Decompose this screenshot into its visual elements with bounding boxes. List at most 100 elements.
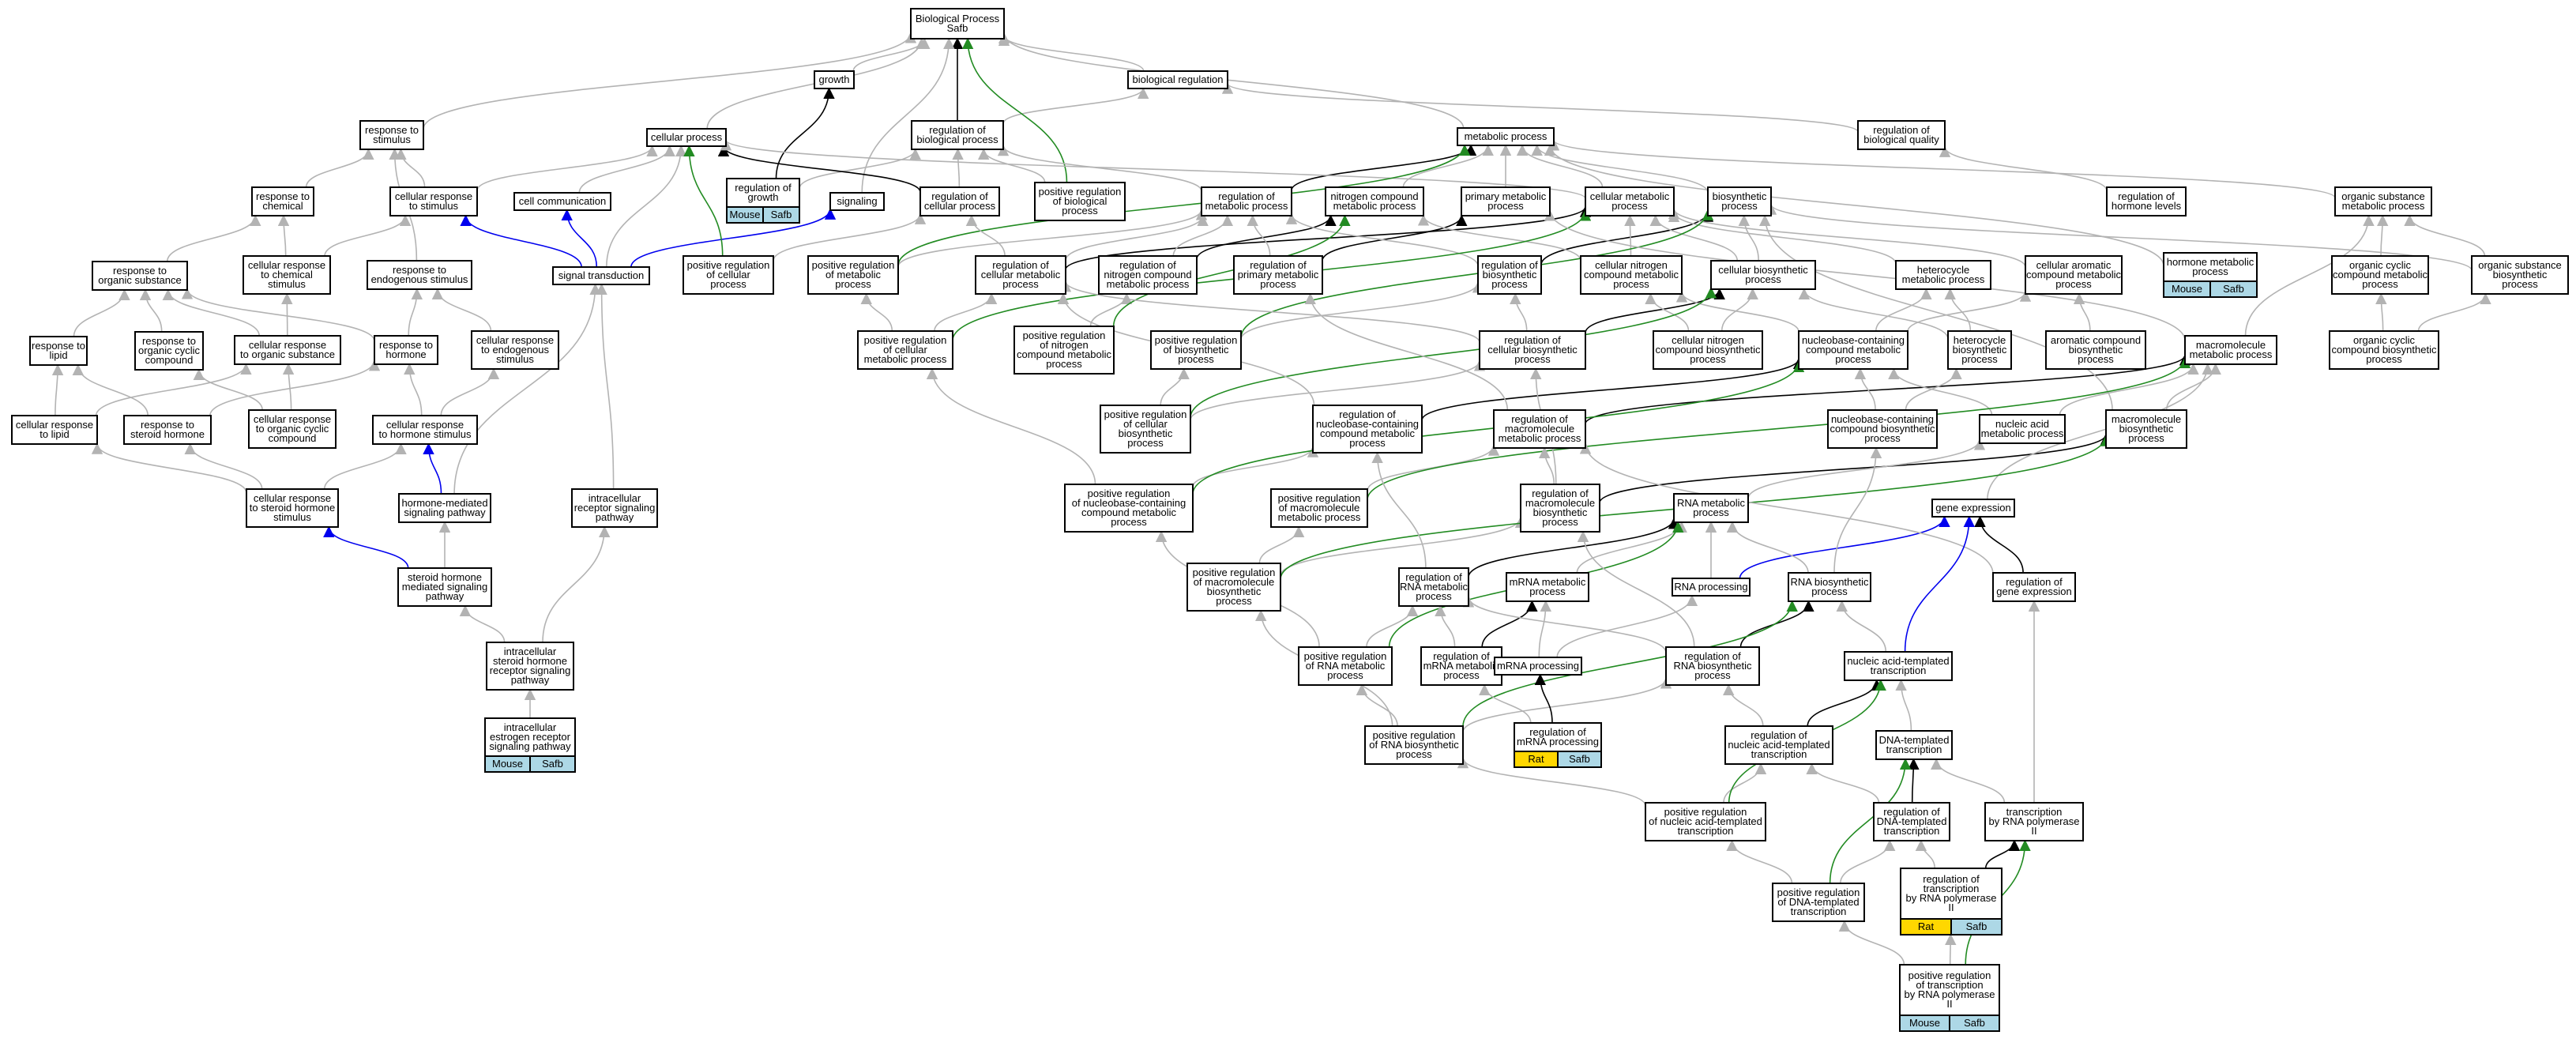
go-term-node-mrnaproc[interactable]: mRNA processing (1494, 657, 1582, 676)
go-term-node-signaling[interactable]: signaling (829, 192, 885, 211)
node-label-line: cellular response (386, 419, 464, 431)
go-term-node-sigtrans[interactable]: signal transduction (552, 266, 650, 285)
go-term-node-regmacrobio[interactable]: regulation ofmacromoleculebiosyntheticpr… (1520, 484, 1600, 533)
go-term-node-rnaproc[interactable]: RNA processing (1672, 578, 1751, 597)
go-term-node-cellcomm[interactable]: cell communication (513, 192, 611, 211)
go-term-node-bioreg[interactable]: biological regulation (1127, 70, 1228, 89)
node-label-line: process (1835, 353, 1871, 365)
go-term-node-regnbc[interactable]: regulation ofnucleobase-containingcompou… (1312, 405, 1423, 454)
go-term-node-metab[interactable]: metabolic process (1457, 127, 1555, 146)
go-term-node-growth[interactable]: growth (814, 70, 855, 89)
go-term-node-cellproc[interactable]: cellular process (646, 128, 727, 147)
node-label-line: to organic cyclic (256, 423, 329, 435)
go-term-node-geneexp[interactable]: gene expression (1931, 499, 2015, 518)
species-tag-mouse: Mouse (492, 758, 523, 770)
